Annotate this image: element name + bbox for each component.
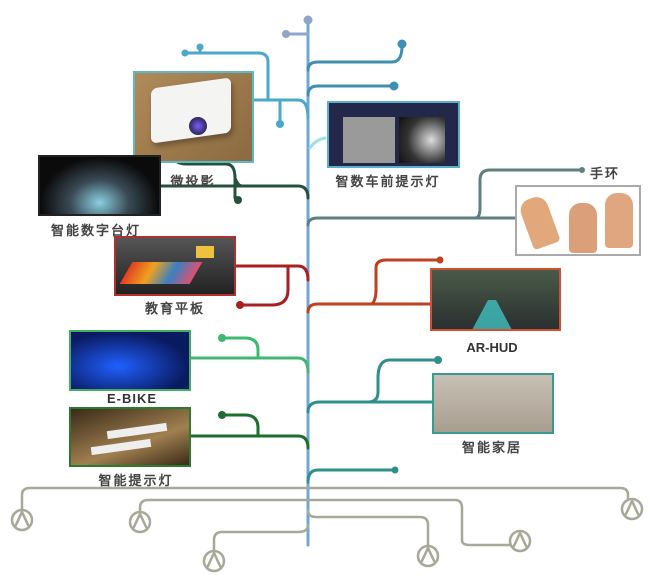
- branch-ar-hud: [306, 302, 432, 314]
- lamp-icon: [620, 497, 644, 521]
- label-projector: 微投影: [170, 175, 216, 190]
- label-smart-home: 智能家居: [461, 441, 523, 456]
- branch-projector-up: [183, 51, 270, 102]
- projector-lens: [189, 117, 207, 135]
- root-lamp-icons: [10, 497, 644, 573]
- branch-headlight: [308, 136, 327, 150]
- desk-lamp-image: [38, 155, 161, 216]
- projector-image: [133, 71, 254, 163]
- ebike-image: [69, 330, 191, 391]
- label-ar-hud: AR-HUD: [466, 340, 518, 355]
- lamp-icon: [202, 549, 226, 573]
- ar-hud-image: [430, 268, 561, 331]
- root-3: [306, 508, 430, 550]
- smart-lamp-image: [69, 407, 191, 467]
- tablet-image: [114, 236, 236, 296]
- label-wristband: 手环: [589, 167, 621, 182]
- branch-top-right-2: [306, 84, 394, 97]
- branch-tablet: [233, 264, 310, 282]
- headlight-image: [327, 101, 460, 168]
- root-2: [138, 498, 512, 547]
- branch-top-right-1: [306, 44, 404, 72]
- smart-home-image: [432, 373, 554, 434]
- label-headlight: 智数车前提示灯: [335, 175, 441, 190]
- wristband-image: [515, 185, 641, 256]
- branch-wristband: [306, 216, 517, 227]
- root-1: [20, 486, 630, 514]
- lamp-icon: [128, 510, 152, 534]
- branch-desk-lamp: [158, 184, 310, 200]
- root-4: [212, 523, 310, 554]
- branch-smart-home: [306, 400, 434, 414]
- label-tablet: 教育平板: [144, 302, 206, 317]
- branch-ebike: [188, 356, 310, 374]
- branch-smart-lamp: [188, 434, 310, 450]
- branch-bottom: [306, 468, 397, 484]
- lamp-icon: [508, 529, 532, 553]
- label-smart-lamp: 智能提示灯: [98, 474, 174, 489]
- branch-projector: [251, 98, 310, 120]
- lamp-icon: [10, 508, 34, 532]
- lamp-icon: [416, 544, 440, 568]
- label-desk-lamp: 智能数字台灯: [50, 224, 142, 239]
- projector-body: [151, 77, 231, 144]
- label-ebike: E-BIKE: [106, 391, 158, 406]
